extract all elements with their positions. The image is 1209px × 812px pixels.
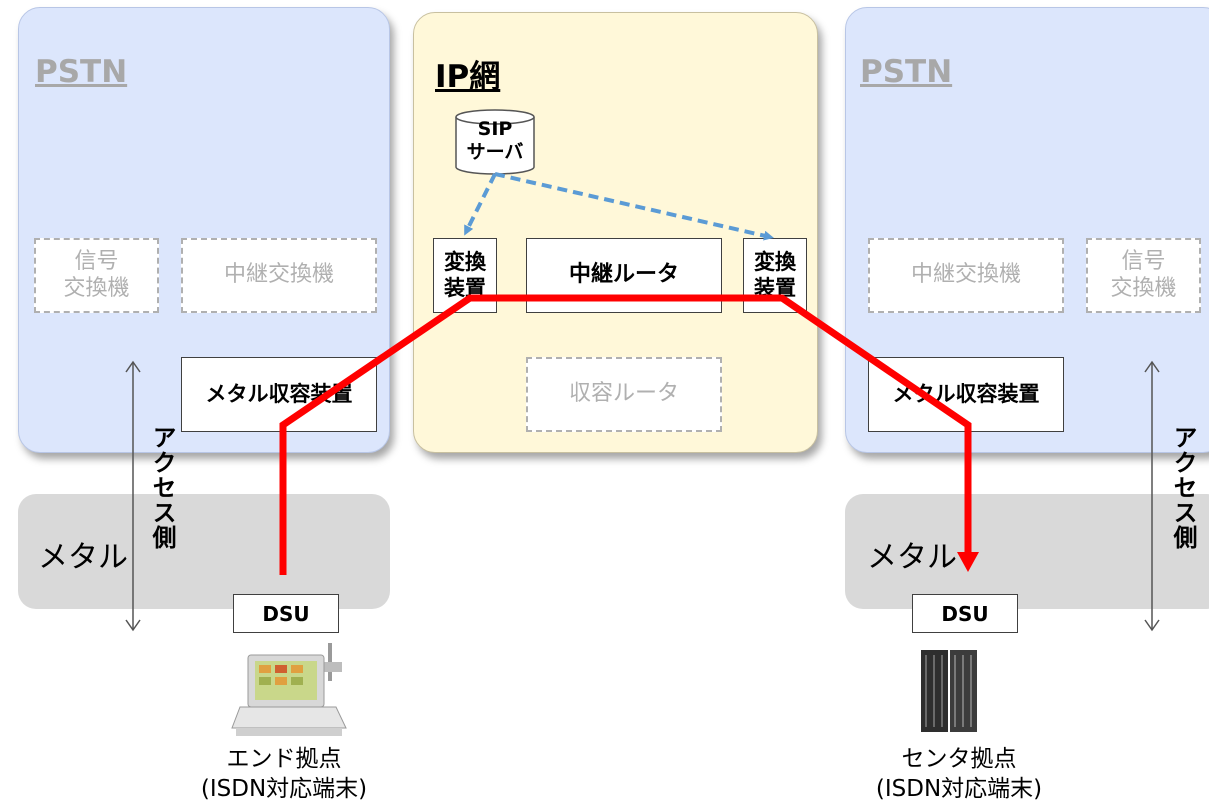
right-relay-exchange-label: 中継交換機 xyxy=(910,262,1021,288)
right-dsu: DSU xyxy=(912,594,1018,633)
left-metal-label: メタル xyxy=(38,540,128,575)
right-pstn-title: PSTN xyxy=(860,54,953,90)
left-access-arrow xyxy=(125,360,141,632)
center-site-terminal-type: (ISDN対応端末) xyxy=(875,775,1043,802)
center-site-server-icon xyxy=(921,650,977,732)
right-signal-exchange-label: 信号 交換機 xyxy=(1110,249,1177,301)
center-site-name: センタ拠点 xyxy=(901,746,1017,772)
left-metal-band: メタル xyxy=(18,494,390,609)
left-access-side-label: アクセス側 xyxy=(148,425,176,550)
sip-signaling-links xyxy=(464,172,774,241)
right-metal-band: メタル xyxy=(845,494,1209,609)
left-relay-exchange-label: 中継交換機 xyxy=(223,262,334,288)
relay-router-label: 中継ルータ xyxy=(568,262,679,288)
center-site-caption: センタ拠点 (ISDN対応端末) xyxy=(829,745,1089,805)
end-site-caption: エンド拠点 (ISDN対応端末) xyxy=(154,745,414,805)
right-signal-exchange: 信号 交換機 xyxy=(1086,238,1201,313)
end-site-terminal-type: (ISDN対応端末) xyxy=(200,775,368,802)
ip-network-title: IP網 xyxy=(435,59,501,95)
right-relay-exchange: 中継交換機 xyxy=(868,238,1064,313)
left-signal-exchange: 信号 交換機 xyxy=(34,238,159,313)
left-dsu-label: DSU xyxy=(262,601,310,626)
right-access-arrow xyxy=(1144,360,1160,632)
sip-server-label: SIP サーバ xyxy=(466,118,524,163)
left-dsu: DSU xyxy=(233,594,339,633)
left-signal-exchange-label: 信号 交換機 xyxy=(63,249,130,301)
end-site-terminal-icon xyxy=(231,643,347,736)
right-access-side-label: アクセス側 xyxy=(1169,425,1197,550)
right-dsu-label: DSU xyxy=(941,601,989,626)
right-metal-label: メタル xyxy=(867,540,957,575)
call-path xyxy=(279,294,979,575)
access-router-label: 収容ルータ xyxy=(568,381,679,407)
right-converter-label: 変換 装置 xyxy=(754,250,796,300)
left-pstn-title: PSTN xyxy=(35,54,128,90)
left-metal-access-device: メタル収容装置 xyxy=(181,357,377,432)
access-router: 収容ルータ xyxy=(526,357,722,432)
left-relay-exchange: 中継交換機 xyxy=(181,238,377,313)
end-site-name: エンド拠点 xyxy=(226,746,342,772)
